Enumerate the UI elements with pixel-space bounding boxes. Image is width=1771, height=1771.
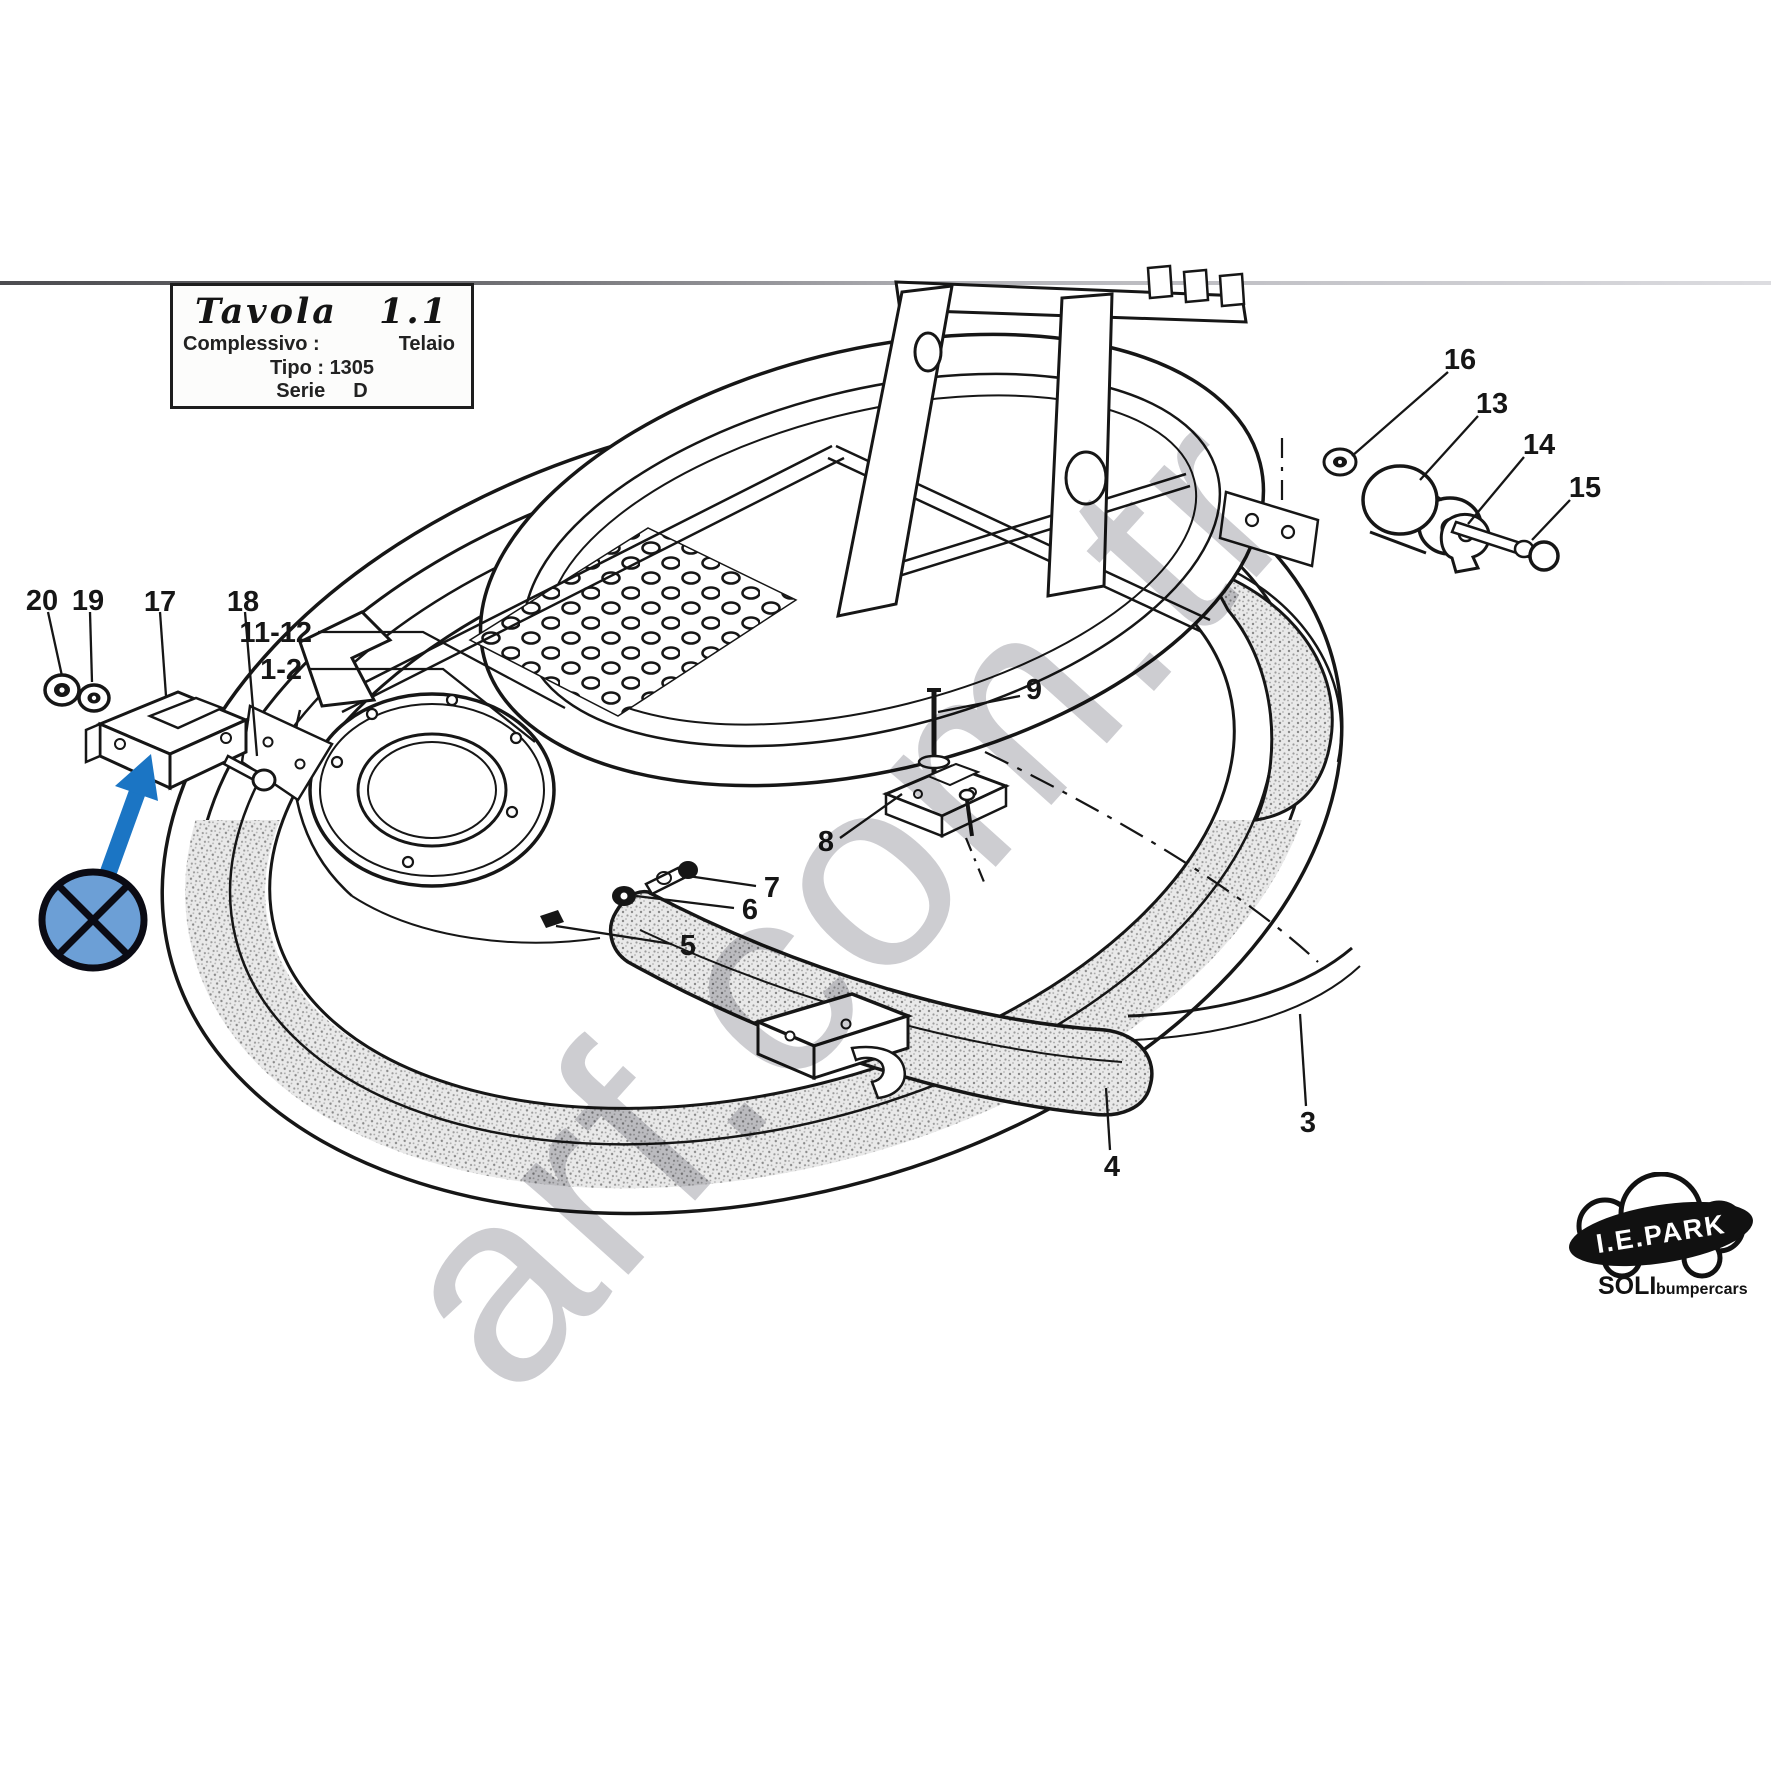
part-label-20: 20	[26, 585, 58, 617]
type-label: Tipo :	[269, 357, 324, 379]
title-block: Tavola 1.1 Complessivo : Telaio Tipo : 1…	[170, 283, 474, 409]
type-value: 1305	[329, 357, 375, 379]
perforated-deck	[468, 527, 798, 717]
part-label-14: 14	[1523, 429, 1555, 461]
part-label-8: 8	[818, 826, 834, 858]
part-label-3: 3	[1300, 1107, 1316, 1139]
part-label-17: 17	[144, 586, 176, 618]
part-label-11-12: 11-12	[239, 617, 312, 649]
motor-mount-ring	[308, 692, 556, 888]
part-label-19: 19	[72, 585, 104, 617]
part-label-7: 7	[764, 872, 780, 904]
highlight-arrow-icon	[99, 754, 158, 879]
part-18-bolt	[222, 754, 277, 792]
assembly-label: Complessivo :	[183, 333, 320, 355]
logo-maker-suffix: bumpercars	[1656, 1281, 1748, 1298]
assembly-row: Complessivo : Telaio	[173, 332, 471, 356]
series-value: D	[353, 380, 368, 402]
leader-lines	[46, 371, 1571, 1151]
part-label-1-2: 1-2	[260, 654, 302, 686]
part-label-13: 13	[1476, 388, 1508, 420]
assembly-value: Telaio	[398, 333, 455, 355]
highlight-marker-icon[interactable]	[38, 868, 148, 972]
front-latch-bracket	[752, 992, 914, 1100]
logo-maker-text: SOLI	[1598, 1272, 1656, 1300]
table-title: Tavola 1.1	[194, 291, 450, 332]
part-label-16: 16	[1444, 344, 1476, 376]
series-row: Serie D	[173, 380, 471, 403]
part-label-6: 6	[742, 894, 758, 926]
bumper-profile-part3	[1127, 946, 1361, 1041]
iepark-logo: I.E.PARK SOLI bumpercars	[1558, 1171, 1768, 1312]
part-label-4: 4	[1104, 1151, 1120, 1183]
part-7-bolt	[644, 861, 698, 896]
part-label-9: 9	[1026, 674, 1042, 706]
part-16-washer	[1322, 447, 1358, 477]
roll-bar-frame	[836, 264, 1320, 618]
hinge-pin-small	[958, 788, 976, 837]
series-label: Serie	[276, 380, 326, 402]
type-row: Tipo : 1305	[173, 357, 471, 380]
part-6-nut	[612, 886, 636, 906]
page-top-border	[0, 281, 1771, 285]
hinge-dashdot-lines	[964, 438, 1319, 963]
iepark-logo-cloud: I.E.PARK SOLI bumpercars	[1569, 1171, 1753, 1300]
part-8-latch-bracket	[882, 762, 1010, 838]
part-19-washer	[77, 683, 111, 713]
part-14-clamp	[1439, 512, 1491, 574]
part-label-5: 5	[680, 930, 696, 962]
part-15-bolt	[1450, 520, 1560, 572]
part-label-15: 15	[1569, 472, 1601, 504]
part-label-18: 18	[227, 586, 259, 618]
part-20-nut	[43, 673, 81, 707]
part-5-clip	[540, 910, 564, 928]
